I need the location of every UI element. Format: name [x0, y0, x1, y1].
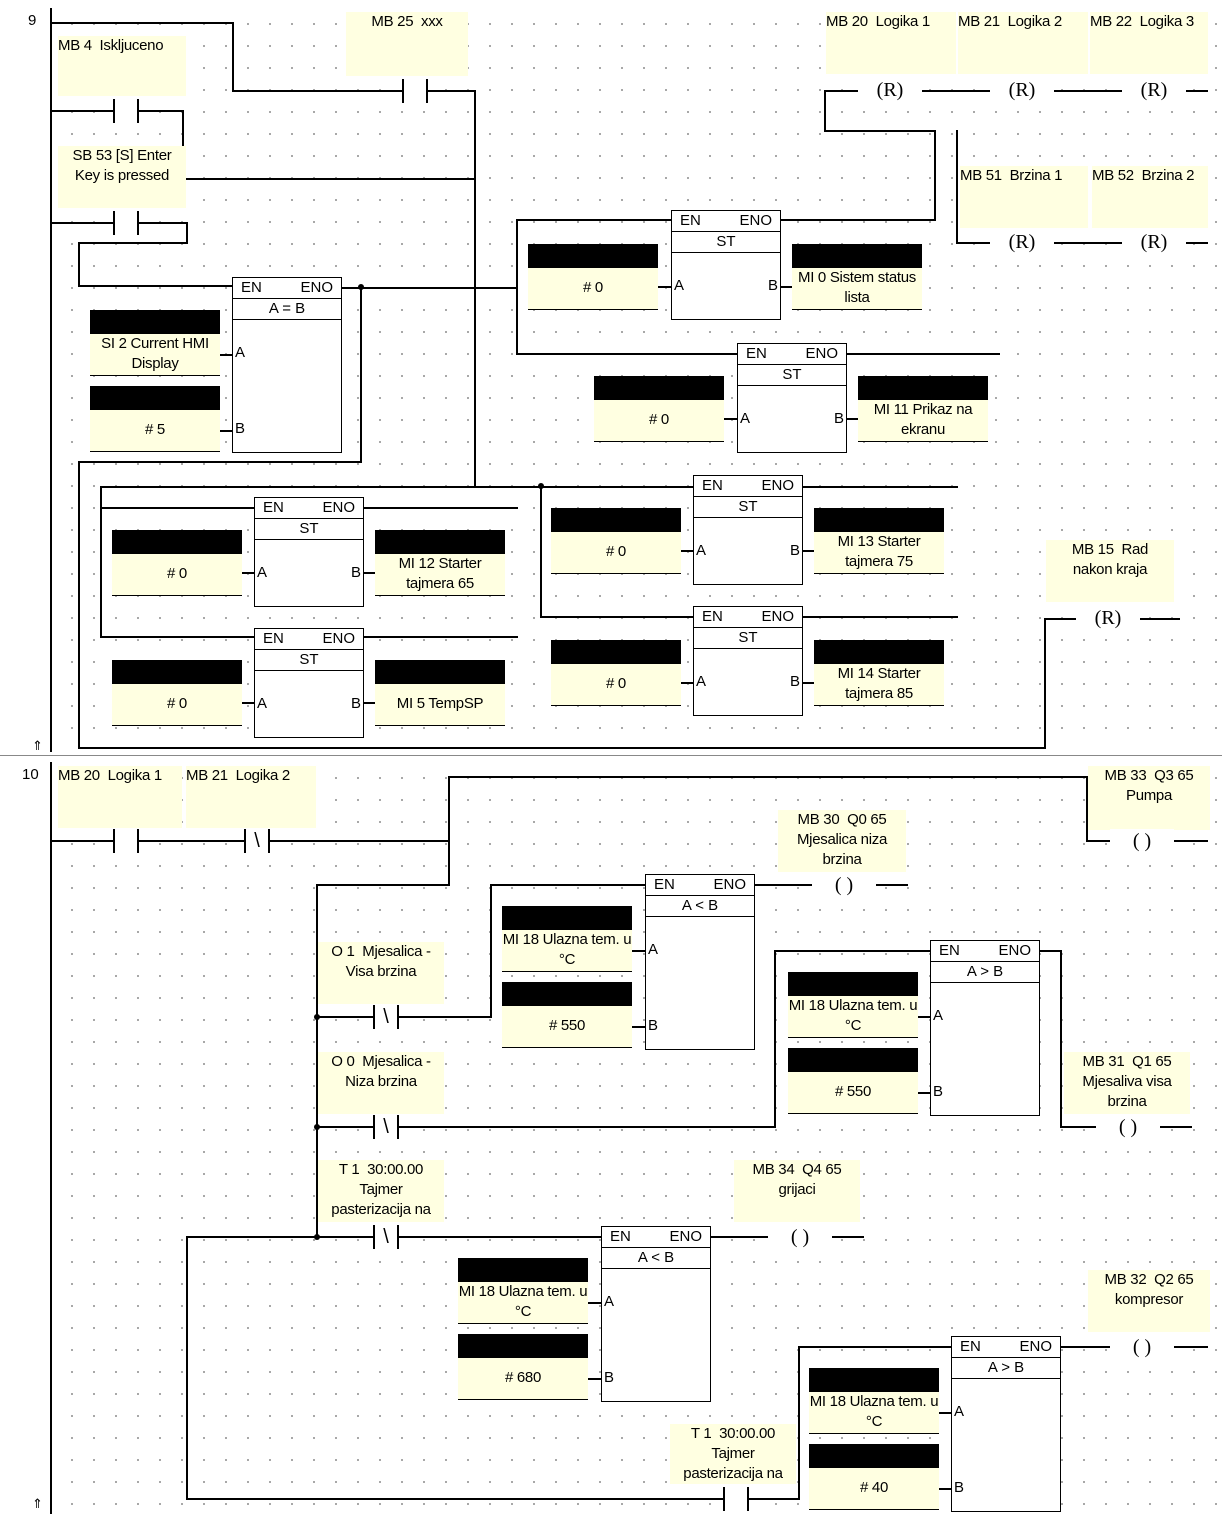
coil-label: MB 30 Q0 65 Mjesalica niza brzina	[778, 810, 906, 872]
coil-label: MB 51 Brzina 1	[960, 166, 1088, 228]
compare-operator: A = B	[233, 298, 341, 320]
rung-number[interactable]: 10	[22, 766, 39, 783]
contact-label: T 1 30:00.00 Tajmer pasterizacija na	[318, 1160, 444, 1222]
operand-a[interactable]: MI 18 Ulazna tem. u °C	[502, 906, 632, 972]
contact-label: SB 53 [S] Enter Key is pressed	[58, 146, 186, 208]
reset-coil[interactable]: (R)	[990, 230, 1054, 254]
contact-label: O 1 Mjesalica - Visa brzina	[318, 942, 444, 1004]
operand-b[interactable]: # 40	[809, 1444, 939, 1510]
reset-coil[interactable]: (R)	[858, 78, 922, 102]
coil-label: MB 33 Q3 65 Pumpa	[1088, 766, 1210, 830]
output-coil[interactable]: ( )	[1110, 829, 1174, 853]
coil-label: MB 20 Logika 1	[826, 12, 956, 74]
collapse-icon[interactable]: ⇑	[32, 1496, 43, 1511]
rung-number[interactable]: 9	[28, 12, 37, 29]
contact-label: MB 4 Iskljuceno	[58, 36, 186, 96]
coil-label: MB 15 Rad nakon kraja	[1046, 540, 1174, 602]
contact-nc[interactable]: \	[363, 1005, 409, 1029]
contact-no[interactable]	[103, 211, 149, 235]
operand-a[interactable]: SI 2 Current HMI Display	[90, 310, 220, 376]
contact-no[interactable]	[103, 99, 149, 123]
store-destination[interactable]: MI 12 Starter tajmera 65	[375, 530, 505, 596]
store-destination[interactable]: MI 13 Starter tajmera 75	[814, 508, 944, 574]
output-coil[interactable]: ( )	[1096, 1115, 1160, 1139]
contact-label: T 1 30:00.00 Tajmer pasterizacija na	[670, 1424, 796, 1484]
rung-separator	[0, 755, 1222, 756]
operand-a[interactable]: MI 18 Ulazna tem. u °C	[809, 1368, 939, 1434]
en-pin: EN	[241, 279, 262, 296]
reset-coil[interactable]: (R)	[990, 78, 1054, 102]
operand-a[interactable]: MI 18 Ulazna tem. u °C	[788, 972, 918, 1038]
output-coil[interactable]: ( )	[1110, 1335, 1174, 1359]
reset-coil[interactable]: (R)	[1122, 78, 1186, 102]
contact-no[interactable]	[103, 829, 149, 853]
store-source[interactable]: # 0	[528, 244, 658, 310]
contact-nc[interactable]: \	[363, 1225, 409, 1249]
store-source[interactable]: # 0	[594, 376, 724, 442]
compare-block[interactable]: EN ENO A = B A B	[232, 277, 342, 453]
coil-label: MB 34 Q4 65 grijaci	[734, 1160, 860, 1222]
contact-nc[interactable]: \	[363, 1115, 409, 1139]
contact-label: MB 25 xxx	[346, 12, 468, 76]
contact-label: O 0 Mjesalica - Niza brzina	[318, 1052, 444, 1114]
left-power-rail	[50, 762, 52, 1514]
reset-coil[interactable]: (R)	[1076, 606, 1140, 630]
operand-b[interactable]: # 5	[90, 386, 220, 452]
store-source[interactable]: # 0	[112, 530, 242, 596]
operand-b[interactable]: # 680	[458, 1334, 588, 1400]
operand-b[interactable]: # 550	[788, 1048, 918, 1114]
output-coil[interactable]: ( )	[768, 1225, 832, 1249]
store-source[interactable]: # 0	[112, 660, 242, 726]
store-destination[interactable]: MI 0 Sistem status lista	[792, 244, 922, 310]
eno-pin: ENO	[300, 279, 333, 296]
coil-label: MB 52 Brzina 2	[1092, 166, 1208, 228]
coil-label: MB 22 Logika 3	[1090, 12, 1208, 74]
left-power-rail	[50, 8, 52, 752]
store-source[interactable]: # 0	[551, 508, 681, 574]
contact-no[interactable]	[713, 1487, 759, 1511]
pin-a: A	[235, 344, 246, 361]
collapse-icon[interactable]: ⇑	[32, 738, 43, 753]
operand-b[interactable]: # 550	[502, 982, 632, 1048]
store-destination[interactable]: MI 11 Prikaz na ekranu	[858, 376, 988, 442]
reset-coil[interactable]: (R)	[1122, 230, 1186, 254]
contact-label: MB 21 Logika 2	[186, 766, 316, 828]
output-coil[interactable]: ( )	[812, 873, 876, 897]
store-destination[interactable]: MI 5 TempSP	[375, 660, 505, 726]
contact-no[interactable]	[392, 79, 438, 103]
contact-nc[interactable]: \	[234, 829, 280, 853]
store-source[interactable]: # 0	[551, 640, 681, 706]
coil-label: MB 21 Logika 2	[958, 12, 1088, 74]
coil-label: MB 31 Q1 65 Mjesaliva visa brzina	[1064, 1052, 1190, 1114]
pin-b: B	[235, 420, 246, 437]
operand-a[interactable]: MI 18 Ulazna tem. u °C	[458, 1258, 588, 1324]
coil-label: MB 32 Q2 65 kompresor	[1088, 1270, 1210, 1332]
store-destination[interactable]: MI 14 Starter tajmera 85	[814, 640, 944, 706]
contact-label: MB 20 Logika 1	[58, 766, 182, 828]
